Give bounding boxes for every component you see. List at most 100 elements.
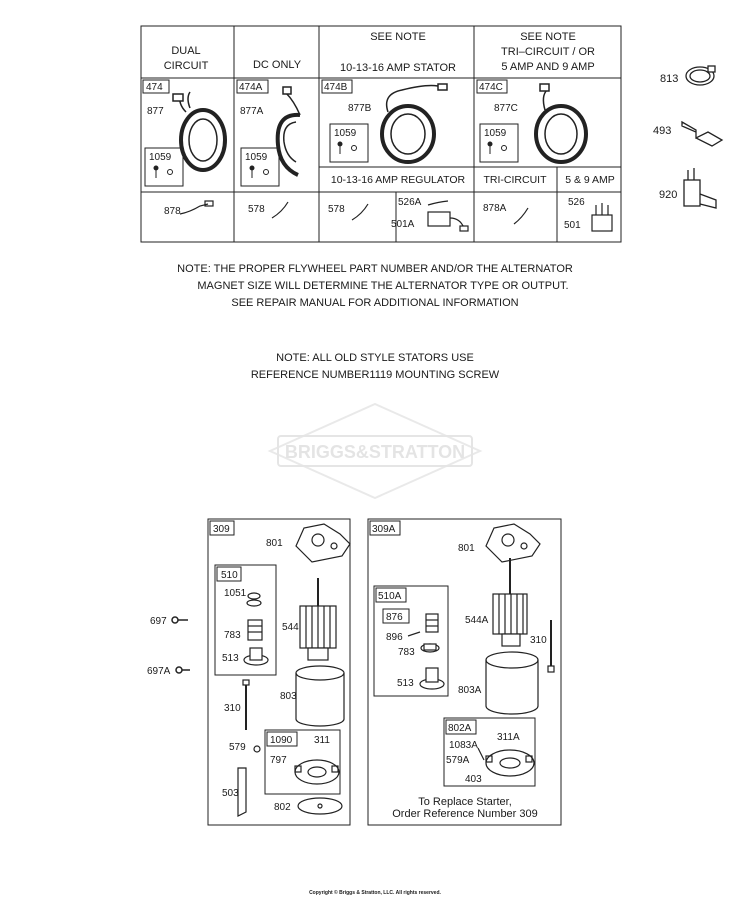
header-see-note-2: SEE NOTE	[520, 31, 576, 43]
box-474c: 474C	[479, 82, 503, 93]
bolt-310-icon	[242, 679, 250, 730]
part-579: 579	[229, 742, 246, 753]
header-dc-only: DC ONLY	[253, 59, 302, 71]
part-783-309a: 783	[398, 647, 415, 658]
header-tri-line1: TRI–CIRCUIT / OR	[501, 46, 595, 58]
kit-802a-frame	[443, 717, 536, 787]
subheader-5-9-amp: 5 & 9 AMP	[565, 174, 615, 186]
flywheel-note-line1: NOTE: THE PROPER FLYWHEEL PART NUMBER AN…	[177, 263, 573, 275]
screw-icon	[153, 165, 173, 178]
part-310: 310	[224, 703, 241, 714]
regulator-501-icon	[591, 203, 613, 232]
part-513: 513	[222, 653, 239, 664]
starter-309a-frame	[367, 518, 562, 826]
bolt-310-icon	[547, 620, 555, 673]
box-510: 510	[221, 570, 238, 581]
part-544a: 544A	[465, 615, 489, 626]
connector-icon	[204, 200, 214, 207]
box-474a: 474A	[239, 82, 263, 93]
stator-note-line1: NOTE: ALL OLD STYLE STATORS USE	[276, 352, 474, 364]
part-878a: 878A	[483, 203, 507, 214]
clutch-513-icon	[243, 647, 269, 666]
part-403: 403	[465, 774, 482, 785]
terminal-920-icon	[683, 168, 717, 209]
part-311a: 311A	[497, 732, 520, 743]
flywheel-note-line3: SEE REPAIR MANUAL FOR ADDITIONAL INFORMA…	[231, 297, 519, 309]
bracket-493-icon	[681, 120, 724, 147]
kit-510a-frame	[373, 585, 449, 697]
brush-plate-311a-icon	[485, 749, 535, 777]
brush-plate-311-icon	[294, 759, 340, 785]
box-802a: 802A	[448, 723, 472, 734]
watermark-text: BRIGGS&STRATTON	[285, 442, 465, 462]
screw-icon	[249, 165, 269, 178]
stator-877a-icon	[275, 86, 301, 177]
gear-783-icon	[247, 619, 263, 641]
washer-579-icon	[253, 745, 261, 753]
part-697: 697	[150, 616, 167, 627]
part-877a: 877A	[240, 106, 264, 117]
end-cap-801-icon	[295, 523, 351, 563]
part-1051: 1051	[224, 588, 247, 599]
part-801-309a: 801	[458, 543, 475, 554]
wire-526a-icon	[427, 200, 449, 206]
box-1059-b: 1059	[245, 152, 268, 163]
wire-878a-icon	[513, 207, 529, 225]
wire-578-icon	[271, 201, 289, 219]
part-697a: 697A	[147, 666, 171, 677]
screw-697a-icon	[175, 666, 190, 674]
part-310-309a: 310	[530, 635, 547, 646]
stator-877c-icon	[534, 83, 588, 164]
part-578-b: 578	[328, 204, 345, 215]
stator-note-line2: REFERENCE NUMBER1119 MOUNTING SCREW	[250, 369, 500, 381]
subheader-regulator: 10-13-16 AMP REGULATOR	[331, 174, 466, 186]
header-see-note-1: SEE NOTE	[370, 31, 426, 43]
box-474: 474	[146, 82, 163, 93]
part-813: 813	[660, 73, 678, 85]
box-309: 309	[213, 524, 230, 535]
part-803: 803	[280, 691, 297, 702]
part-877: 877	[147, 106, 164, 117]
gear-783-icon	[420, 643, 440, 653]
part-803a: 803A	[458, 685, 482, 696]
bracket-503-icon	[237, 767, 247, 817]
box-510a: 510A	[378, 591, 402, 602]
part-578-a: 578	[248, 204, 265, 215]
wire-878-icon	[179, 203, 209, 215]
part-896: 896	[386, 632, 403, 643]
header-dual-line1: DUAL	[171, 45, 200, 57]
part-877b: 877B	[348, 103, 372, 114]
part-311: 311	[314, 735, 330, 746]
stator-877b-icon	[380, 83, 448, 164]
part-1083a: 1083A	[449, 740, 478, 751]
screw-icon	[337, 141, 357, 154]
screw-697-icon	[171, 616, 188, 624]
housing-803a-icon	[485, 651, 539, 715]
part-501a: 501A	[391, 219, 415, 230]
pin-896-icon	[407, 631, 421, 637]
armature-544a-icon	[492, 558, 528, 647]
box-1059-a: 1059	[149, 152, 172, 163]
box-309a: 309A	[372, 524, 396, 535]
part-513-309a: 513	[397, 678, 414, 689]
clutch-513-icon	[419, 667, 445, 690]
stator-note: NOTE: ALL OLD STYLE STATORS USE REFERENC…	[0, 350, 750, 384]
part-493: 493	[653, 125, 671, 137]
gear-876-icon	[425, 613, 439, 633]
clip-1083a-icon	[477, 747, 485, 761]
alternator-table	[140, 25, 622, 243]
end-cap-801-icon	[485, 523, 541, 563]
screw-icon	[487, 141, 507, 154]
header-stator: 10-13-16 AMP STATOR	[340, 62, 456, 74]
part-783: 783	[224, 630, 241, 641]
part-797: 797	[270, 755, 287, 766]
kit-1090-frame	[264, 729, 341, 795]
box-1059-c: 1059	[334, 128, 357, 139]
armature-544-icon	[299, 578, 337, 661]
starter-309-frame	[207, 518, 351, 826]
housing-803-icon	[295, 665, 345, 727]
briggs-stratton-watermark: BRIGGS&STRATTON	[267, 402, 483, 500]
cap-802-icon	[297, 797, 343, 815]
part-503: 503	[222, 788, 239, 799]
